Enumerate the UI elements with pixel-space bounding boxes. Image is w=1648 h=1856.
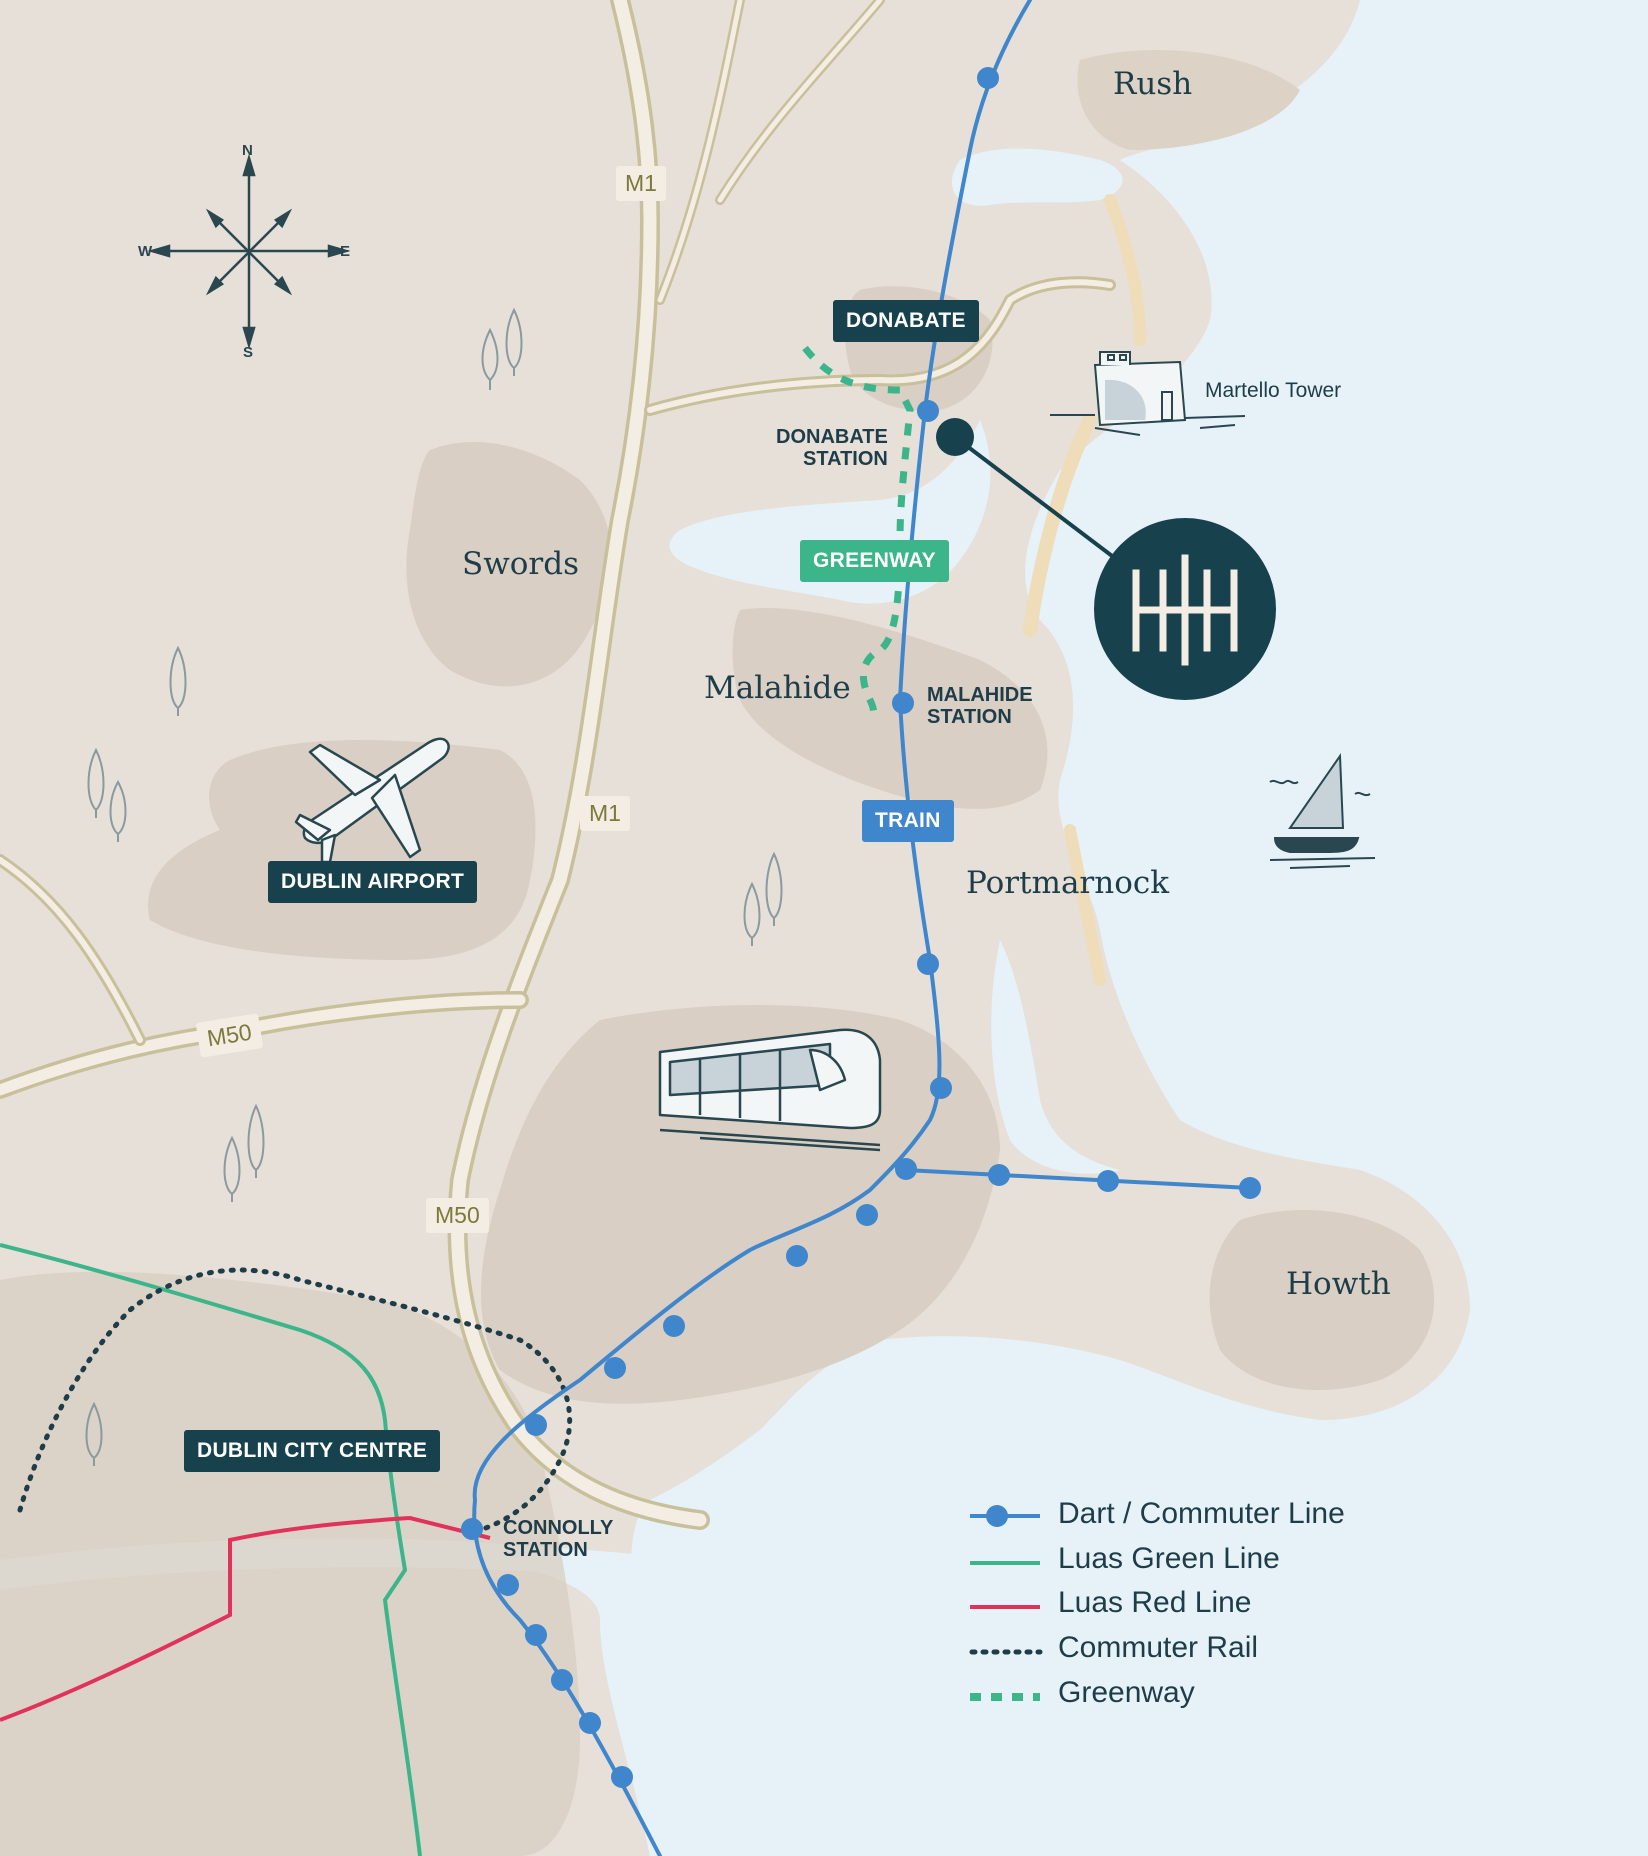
martello-tower-icon (1050, 351, 1246, 436)
badge-donabate: DONABATE (833, 300, 979, 342)
legend-label-commuter-rail: Commuter Rail (1058, 1631, 1259, 1664)
hh-logo-icon (1094, 518, 1276, 700)
location-connector (953, 435, 1122, 564)
place-rush: Rush (1113, 66, 1193, 102)
sailboat-icon (1269, 752, 1376, 869)
roads (0, 0, 1116, 1530)
road-m50-east: M50 (426, 1198, 489, 1233)
dublin-bay-inlet (500, 1380, 980, 1856)
badge-greenway: GREENWAY (800, 540, 949, 582)
road-m1-south: M1 (580, 796, 630, 831)
legend-label-luas-red: Luas Red Line (1058, 1586, 1252, 1619)
urban-airport (148, 740, 536, 960)
tram-icon (658, 1028, 882, 1152)
rush-coast (1077, 50, 1300, 150)
badge-train: TRAIN (862, 800, 954, 842)
station-malahide: MALAHIDE STATION (927, 684, 1033, 728)
luas-green-line (0, 1243, 422, 1856)
beach-rush (1104, 194, 1146, 346)
airplane-icon (294, 737, 450, 864)
commuter-rail-line (17, 1267, 573, 1533)
place-howth: Howth (1286, 1266, 1391, 1302)
urban-malahide (732, 608, 1048, 809)
legend-label-dart: Dart / Commuter Line (1058, 1497, 1345, 1530)
urban-city (0, 1271, 580, 1856)
legend-dot-dart (986, 1505, 1008, 1527)
luas-red-line (0, 1515, 491, 1722)
place-swords: Swords (462, 546, 580, 582)
urban-swords (406, 441, 612, 687)
label-martello-tower: Martello Tower (1205, 379, 1342, 402)
place-portmarnock: Portmarnock (966, 865, 1170, 901)
badge-dublin-airport: DUBLIN AIRPORT (268, 861, 478, 903)
place-malahide: Malahide (704, 670, 851, 706)
compass-east: E (340, 243, 351, 260)
beach-donabate (1023, 413, 1097, 637)
compass-west: W (138, 243, 153, 260)
legend-label-greenway: Greenway (1058, 1676, 1195, 1709)
station-connolly: CONNOLLY STATION (503, 1517, 614, 1561)
baldoyle-estuary (991, 940, 1120, 1174)
road-m1-north: M1 (616, 166, 666, 201)
legend (969, 1505, 1043, 1701)
compass-north: N (242, 142, 253, 159)
urban-howth (1209, 1210, 1435, 1390)
station-donabate: DONABATE STATION (776, 426, 888, 470)
rogerstown-estuary (951, 148, 1123, 206)
beach-portmarnock (1064, 824, 1106, 986)
tree-icons (85, 307, 783, 1466)
compass-icon (147, 153, 351, 350)
dart-stops (461, 67, 1261, 1788)
location-marker (936, 418, 974, 456)
compass-south: S (243, 344, 254, 361)
badge-dublin-city-centre: DUBLIN CITY CENTRE (184, 1430, 441, 1472)
legend-label-luas-green: Luas Green Line (1058, 1542, 1280, 1575)
